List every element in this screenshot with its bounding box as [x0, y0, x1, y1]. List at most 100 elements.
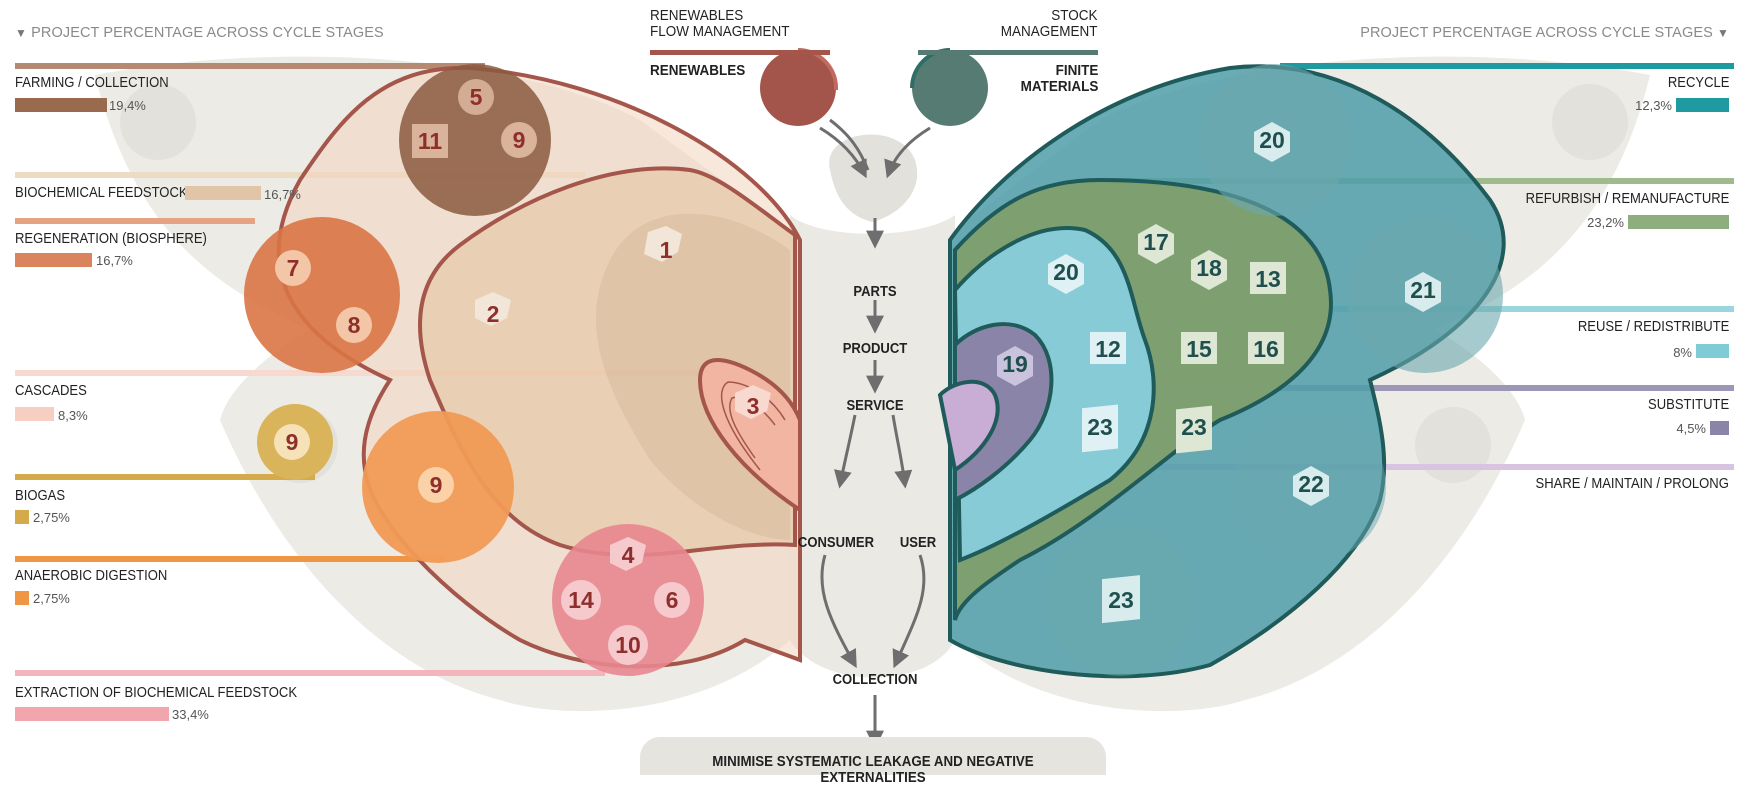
left-value-biogas: 2,75%: [33, 510, 70, 525]
marker-9a-badge: [501, 122, 537, 158]
right-label-reuse: REUSE / REDISTRIBUTE: [1577, 319, 1729, 335]
flow-source-left-1: [819, 126, 867, 179]
left-label-biochem: BIOCHEMICAL FEEDSTOCK: [15, 185, 188, 201]
marker-7: 7: [287, 255, 300, 281]
right-stripe-substitute: [1050, 385, 1734, 391]
renewables-flow-label: RENEWABLES FLOW MANAGEMENT: [650, 8, 790, 40]
marker-23b-badge: [1176, 405, 1212, 454]
center-user: USER: [899, 535, 937, 551]
left-value-farming: 19,4%: [109, 98, 146, 113]
left-bar-cascades: [15, 407, 54, 421]
marker-10-badge: [608, 625, 648, 665]
footer-text: MINIMISE SYSTEMATIC LEAKAGE AND NEGATIVE…: [712, 754, 1034, 786]
left-value-regeneration: 16,7%: [96, 253, 133, 268]
left-stripe-regeneration: [15, 218, 255, 224]
renewables-flow-line-1: RENEWABLES: [650, 7, 744, 24]
center-product: PRODUCT: [842, 341, 908, 357]
right-wing-spot-2: [1415, 407, 1491, 483]
renewables-label: RENEWABLES: [650, 62, 746, 79]
left-label-biogas: BIOGAS: [15, 488, 66, 504]
marker-21: 21: [1410, 277, 1436, 303]
flow-to-user: [891, 414, 913, 489]
left-value-anaerobic: 2,75%: [33, 591, 70, 606]
finite-materials-label: FINITE MATERIALS: [1020, 63, 1098, 95]
butterfly-head: [829, 134, 918, 222]
marker-1: 1: [660, 237, 673, 263]
renewables-flow-rule: [650, 50, 830, 55]
left-stripe-farming: [15, 63, 485, 69]
marker-13-badge: [1250, 262, 1286, 294]
marker-23c: 23: [1108, 587, 1134, 613]
marker-20a: 20: [1259, 127, 1285, 153]
right-label-share: SHARE / MAINTAIN / PROLONG: [1535, 476, 1729, 492]
left-header-text: PROJECT PERCENTAGE ACROSS CYCLE STAGES: [31, 25, 384, 41]
marker-15: 15: [1186, 336, 1212, 362]
marker-1-badge: [644, 226, 682, 262]
marker-23b: 23: [1181, 414, 1207, 440]
right-value-substitute: 4,5%: [1676, 421, 1706, 436]
right-header-text: PROJECT PERCENTAGE ACROSS CYCLE STAGES: [1360, 25, 1713, 41]
right-share-loop: [937, 379, 1000, 474]
circle-regeneration: [244, 217, 400, 373]
marker-10: 10: [615, 632, 641, 658]
marker-4-badge: [610, 537, 646, 571]
marker-4: 4: [622, 542, 635, 568]
left-label-cascades: CASCADES: [15, 383, 87, 399]
marker-20b-badge: [1048, 254, 1084, 294]
marker-11-badge: [412, 124, 448, 158]
finite-materials-circle: [912, 50, 988, 126]
stock-management-line-2: MANAGEMENT: [1001, 23, 1098, 40]
right-wing-spot-1: [1552, 84, 1628, 160]
finite-materials-line-2: MATERIALS: [1020, 78, 1098, 95]
marker-7-badge: [275, 250, 311, 286]
marker-12-badge: [1090, 332, 1126, 364]
marker-23c-badge: [1102, 575, 1140, 624]
stock-management-line-1: STOCK: [1051, 7, 1098, 24]
marker-18: 18: [1196, 255, 1222, 281]
right-bar-recycle: [1676, 98, 1729, 112]
circle-extraction: [552, 524, 704, 676]
marker-16-badge: [1248, 332, 1284, 364]
left-bar-biogas: [15, 510, 29, 524]
right-label-substitute: SUBSTITUTE: [1647, 397, 1729, 413]
left-value-biochem: 16,7%: [264, 187, 301, 202]
left-stripe-anaerobic: [15, 556, 445, 562]
marker-22: 22: [1298, 471, 1324, 497]
center-body-background: [790, 215, 955, 678]
left-markers: 5 11 9 7 8 9 9 1 2 3 4 14 6 10: [274, 79, 771, 665]
circle-farming: [399, 64, 551, 216]
marker-2: 2: [487, 301, 500, 327]
left-panel-header: ▼ PROJECT PERCENTAGE ACROSS CYCLE STAGES: [15, 25, 384, 41]
flow-user-to-collection: [892, 554, 926, 669]
center-collection: COLLECTION: [832, 672, 918, 688]
flow-consumer-to-collection: [820, 554, 857, 669]
marker-9b: 9: [286, 429, 299, 455]
footer-banner: MINIMISE SYSTEMATIC LEAKAGE AND NEGATIVE…: [640, 737, 1106, 786]
left-label-extraction: EXTRACTION OF BIOCHEMICAL FEEDSTOCK: [15, 685, 298, 701]
marker-17: 17: [1143, 229, 1169, 255]
marker-17-badge: [1138, 224, 1174, 264]
marker-19-badge: [997, 346, 1033, 386]
center-parts: PARTS: [853, 284, 897, 300]
marker-13: 13: [1255, 266, 1281, 292]
marker-14: 14: [568, 587, 594, 613]
triangle-down-icon: ▼: [15, 26, 27, 40]
marker-5-badge: [458, 79, 494, 115]
marker-6: 6: [666, 587, 679, 613]
left-wing-spot-1: [120, 84, 196, 160]
right-stripe-recycle: [1280, 63, 1734, 69]
marker-3-badge: [735, 385, 771, 419]
center-service: SERVICE: [846, 398, 904, 414]
triangle-down-icon: ▼: [1717, 26, 1729, 40]
marker-22-badge: [1293, 466, 1329, 506]
right-bar-reuse: [1696, 344, 1729, 358]
left-bar-regeneration: [15, 253, 92, 267]
right-label-refurbish: REFURBISH / REMANUFACTURE: [1525, 191, 1729, 207]
flow-source-left-2: [829, 118, 870, 171]
center-consumer: CONSUMER: [797, 535, 875, 551]
left-bar-extraction: [15, 707, 169, 721]
left-value-cascades: 8,3%: [58, 408, 88, 423]
right-markers: 20 17 18 13 20 21 12 15 16 19 23 23 22 2…: [997, 122, 1441, 624]
right-panel-header: PROJECT PERCENTAGE ACROSS CYCLE STAGES ▼: [1360, 25, 1729, 41]
